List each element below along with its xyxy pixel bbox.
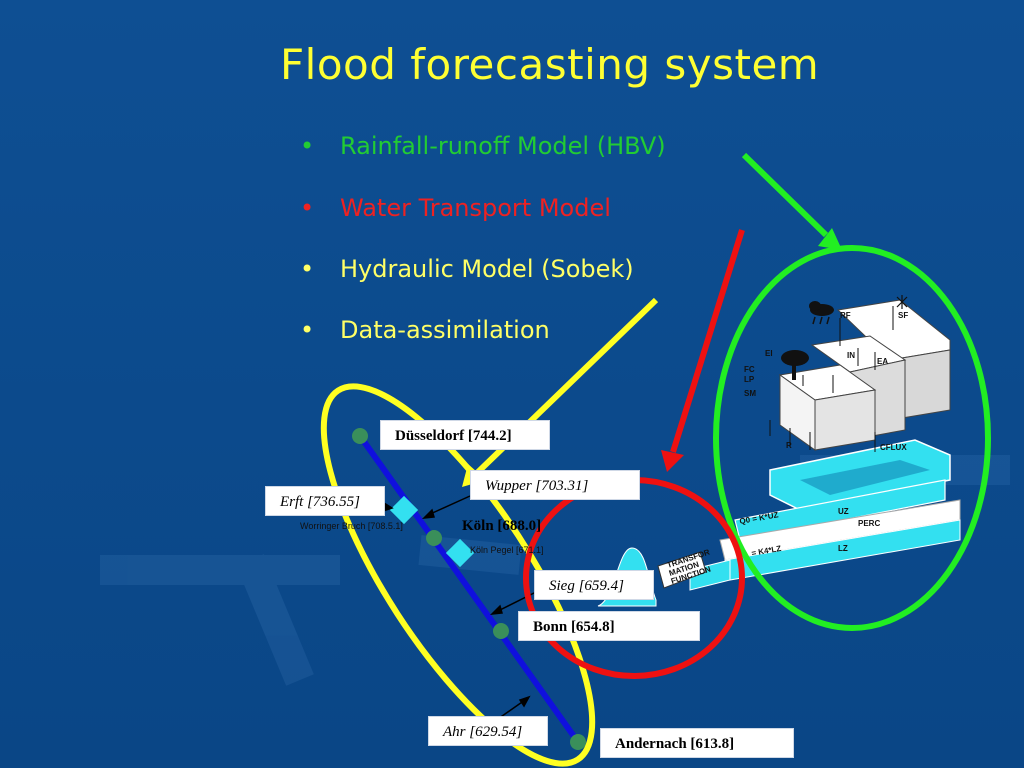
green-ellipse-hbv bbox=[713, 245, 991, 631]
hbv-label-rf: RF bbox=[840, 311, 851, 320]
bullet-text: Hydraulic Model (Sobek) bbox=[340, 255, 634, 283]
hbv-flow-arrows bbox=[769, 306, 894, 452]
arrow-shaft bbox=[741, 152, 829, 238]
hbv-model-diagram: RF SF IN EA EI FC LP SM R CFLUX Q0 = K*U… bbox=[689, 295, 961, 591]
hbv-label-ea: EA bbox=[877, 357, 888, 366]
arrow-shaft bbox=[670, 229, 745, 453]
cloud-shape bbox=[809, 301, 821, 311]
upper-zone-water bbox=[800, 460, 930, 495]
tree-crown bbox=[781, 350, 809, 366]
bullet-text: Data-assimilation bbox=[340, 316, 550, 344]
percolation-band bbox=[734, 479, 946, 541]
hbv-label-sf: SF bbox=[898, 311, 908, 320]
weir-marker bbox=[445, 538, 475, 568]
bullet-dot: • bbox=[300, 316, 315, 344]
bullet-hydraulic: • Hydraulic Model (Sobek) bbox=[300, 255, 634, 283]
transform-box bbox=[657, 551, 707, 589]
gauge-bonn: Bonn [654.8] bbox=[518, 611, 700, 641]
tree-icon bbox=[781, 350, 809, 380]
wupper-arrow bbox=[427, 495, 471, 516]
yellow-pointer-arrow bbox=[462, 297, 659, 487]
arrow-head bbox=[421, 508, 435, 519]
gauge-erft: Erft [736.55] bbox=[265, 486, 385, 516]
arrow-head bbox=[489, 604, 503, 615]
sieg-arrow bbox=[495, 589, 541, 613]
bullet-dot: • bbox=[300, 132, 315, 160]
bullet-dot: • bbox=[300, 194, 315, 222]
hbv-label-fc: FC bbox=[744, 365, 755, 374]
hbv-label-r: R bbox=[786, 441, 792, 450]
bullet-hbv: • Rainfall-runoff Model (HBV) bbox=[300, 132, 666, 160]
snow-icon bbox=[896, 295, 908, 309]
hbv-label-lp: LP bbox=[744, 375, 755, 384]
logo-stroke bbox=[236, 554, 314, 686]
bullet-text: Water Transport Model bbox=[340, 194, 611, 222]
green-pointer-arrow bbox=[741, 152, 842, 250]
hbv-label-lz: LZ bbox=[838, 544, 848, 553]
arrow-head bbox=[661, 450, 684, 472]
hbv-label-in: IN bbox=[847, 351, 855, 360]
station-koeln: Köln [688.0] bbox=[462, 518, 542, 534]
weir-marker bbox=[389, 495, 419, 525]
rain-drop bbox=[819, 316, 823, 325]
rhine-river-line bbox=[357, 434, 581, 744]
red-pointer-arrow bbox=[661, 229, 745, 472]
station-koeln-pegel: Köln Pegel [671.1] bbox=[470, 545, 544, 555]
gauge-ahr: Ahr [629.54] bbox=[428, 716, 548, 746]
arrow-head bbox=[818, 228, 842, 250]
station-dot-bonn bbox=[493, 623, 509, 639]
rain-cloud-icon bbox=[809, 301, 834, 325]
gauge-duesseldorf: Düsseldorf [744.2] bbox=[380, 420, 550, 450]
rain-drop bbox=[812, 316, 816, 325]
hbv-label-cflux: CFLUX bbox=[880, 443, 907, 452]
rain-drop bbox=[826, 316, 830, 325]
gauge-andernach: Andernach [613.8] bbox=[600, 728, 794, 758]
hbv-label-ei: EI bbox=[765, 349, 773, 358]
bullet-water-transport: • Water Transport Model bbox=[300, 194, 611, 222]
gauge-sieg: Sieg [659.4] bbox=[534, 570, 654, 600]
yellow-ellipse-hydraulic bbox=[320, 383, 596, 767]
soil-block-front bbox=[779, 374, 816, 451]
bullet-data-assimilation: • Data-assimilation bbox=[300, 316, 550, 344]
slide-title: Flood forecasting system bbox=[280, 40, 820, 89]
station-dot-duesseldorf bbox=[352, 428, 368, 444]
bullet-text: Rainfall-runoff Model (HBV) bbox=[340, 132, 666, 160]
arrow-head bbox=[518, 695, 531, 708]
station-worringer: Worringer Bruch [708.5.1] bbox=[300, 521, 403, 531]
tree-trunk bbox=[792, 362, 796, 380]
soil-block-side bbox=[814, 389, 876, 451]
hbv-label-uz: UZ bbox=[838, 507, 849, 516]
bullet-dot: • bbox=[300, 255, 315, 283]
hbv-label-sm: SM bbox=[744, 389, 756, 398]
station-dot-andernach bbox=[570, 734, 586, 750]
gauge-wupper: Wupper [703.31] bbox=[470, 470, 640, 500]
hbv-label-perc: PERC bbox=[858, 519, 880, 528]
station-dot-koeln bbox=[426, 530, 442, 546]
